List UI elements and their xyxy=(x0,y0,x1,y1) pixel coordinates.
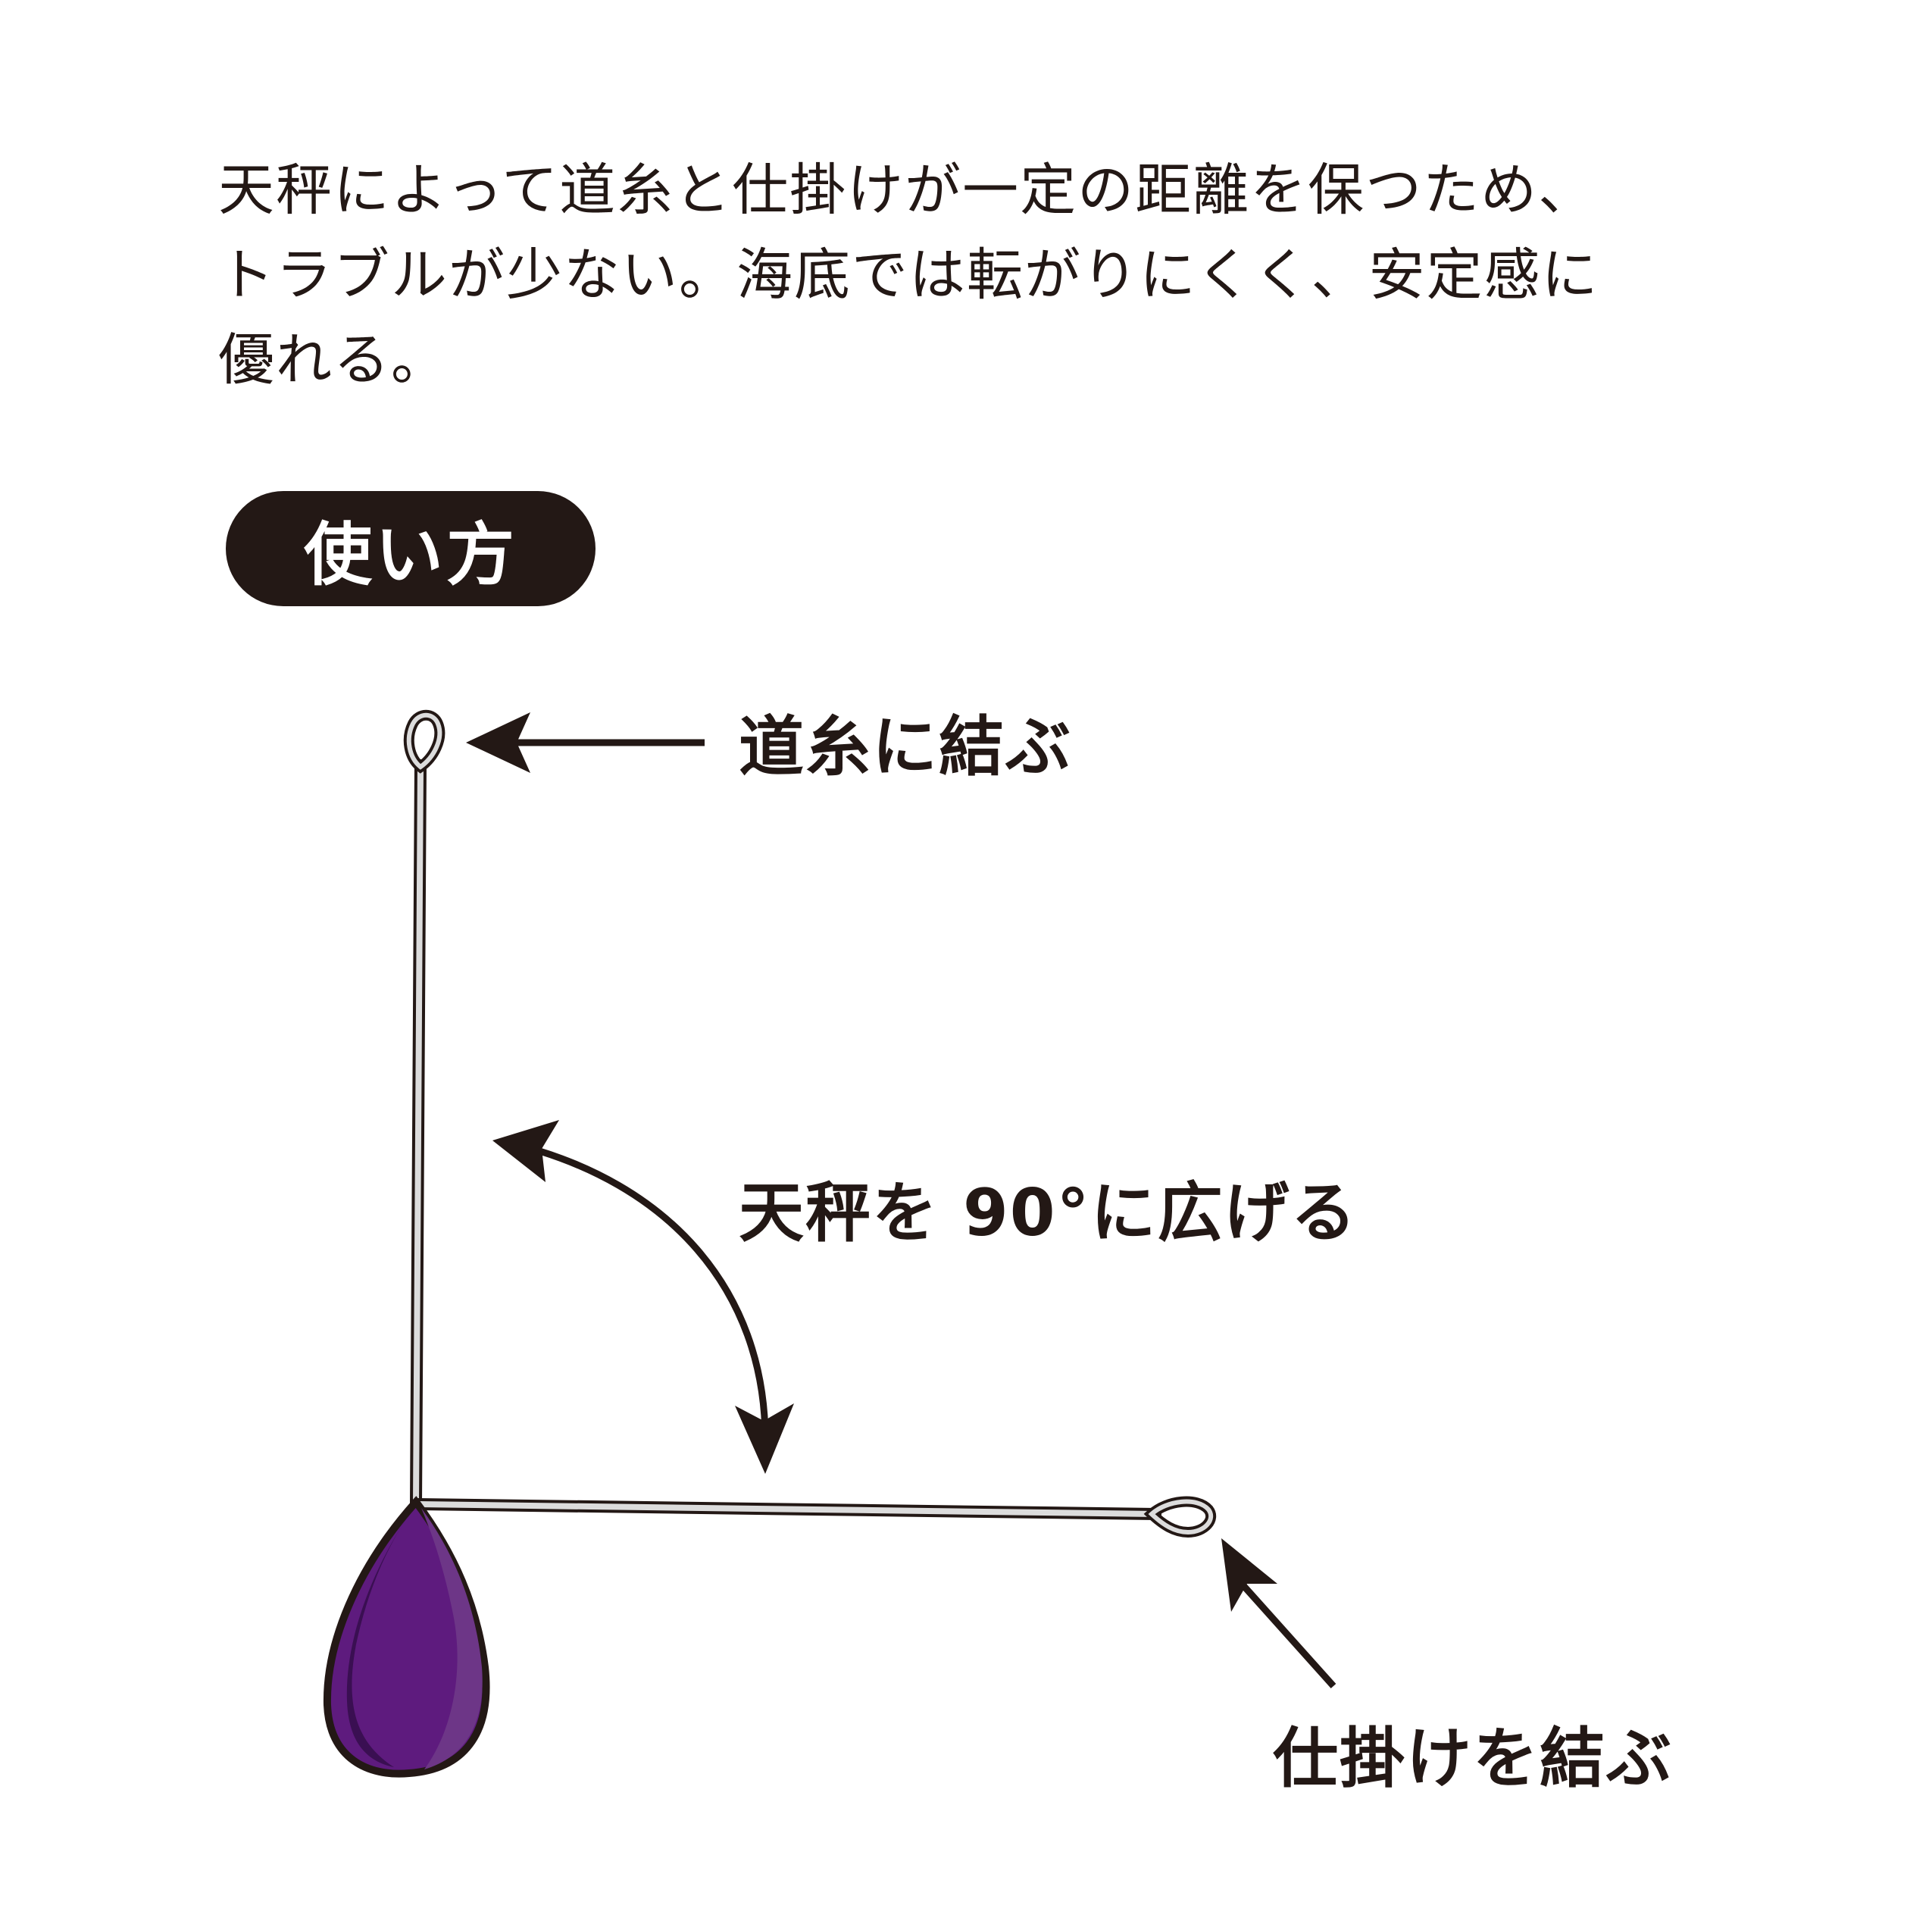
vertical-arm xyxy=(416,765,420,1504)
top-eye-loop xyxy=(409,715,440,767)
label-spread-90-degrees: 天秤を 90°に広げる xyxy=(739,1159,1358,1254)
arrow-to-rig xyxy=(1221,1538,1333,1686)
label-tie-rig: 仕掛けを結ぶ xyxy=(1273,1705,1673,1800)
horizontal-arm xyxy=(418,1504,1155,1514)
arrow-to-main-line xyxy=(466,712,705,773)
label-tie-main-line: 道糸に結ぶ xyxy=(739,693,1072,788)
right-eye-loop xyxy=(1152,1502,1211,1532)
sinker-weight xyxy=(327,1502,486,1774)
